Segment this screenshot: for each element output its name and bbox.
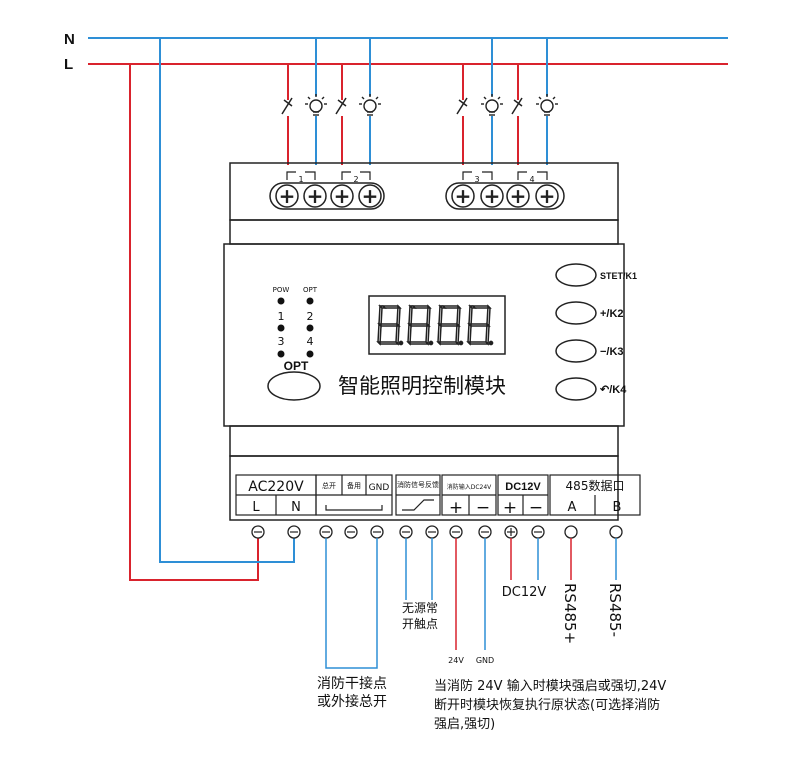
k3-label: −/K3 <box>600 346 624 358</box>
screw-icon: + <box>362 184 379 208</box>
k1-label: STET/K1 <box>600 271 637 281</box>
opt-button-label: OPT <box>284 359 309 373</box>
opt-button[interactable] <box>267 371 321 401</box>
note-line-1: 当消防 24V 输入时模块强启或强切,24V <box>434 678 666 694</box>
top-terminal-block-right <box>445 182 565 210</box>
pow-label: POW <box>273 286 290 294</box>
passive-contact-label-2: 开触点 <box>402 617 438 631</box>
k3-button[interactable] <box>555 339 597 363</box>
screw-icon: + <box>510 184 527 208</box>
terminal-a-screw <box>564 525 578 539</box>
channel-1-label: 1 <box>278 310 285 323</box>
module-title: 智能照明控制模块 <box>338 374 506 398</box>
ac220v-label: AC220V <box>248 479 304 495</box>
lamp-icon <box>536 94 558 116</box>
k4-label: ↶/K4 <box>599 384 627 396</box>
module-housing <box>223 162 625 521</box>
k4-button[interactable] <box>555 377 597 401</box>
switch-icon <box>511 97 523 115</box>
live-supply-wire <box>129 64 259 581</box>
lamp-icon <box>481 94 503 116</box>
relay-number: 3 <box>474 175 479 184</box>
k2-button[interactable] <box>555 301 597 325</box>
comm-port-label: 485数据口 <box>566 478 625 493</box>
live-line-label: L <box>64 56 73 73</box>
relay-number: 2 <box>353 175 358 184</box>
segment-digit <box>406 304 434 346</box>
screw-icon: + <box>307 184 324 208</box>
fire-contact-wire <box>325 538 378 669</box>
channel-3-led <box>277 350 285 358</box>
fire-contact-label-1: 消防干接点 <box>317 675 387 692</box>
screw-icon: + <box>539 184 556 208</box>
terminal-label-table <box>235 474 641 516</box>
switch-icon <box>281 97 293 115</box>
terminal-n-label: N <box>291 500 301 515</box>
fire-signal-label: 消防信号反馈 <box>397 480 439 489</box>
v24-annotation: 24V <box>448 656 464 665</box>
relay-number: 1 <box>298 175 303 184</box>
terminal-b-screw <box>609 525 623 539</box>
top-terminal-block-left <box>269 182 385 210</box>
fire-minus-label: − <box>476 498 490 518</box>
segment-digit <box>376 304 404 346</box>
channel-3-label: 3 <box>278 335 285 348</box>
k2-label: +/K2 <box>600 308 624 320</box>
lamp-icon <box>305 94 327 116</box>
terminal-l-label: L <box>252 500 260 515</box>
rs485-plus-annotation: RS485+ <box>561 583 579 644</box>
segment-digit <box>436 304 464 346</box>
channel-2-label: 2 <box>307 310 314 323</box>
beiyong-label: 备用 <box>347 481 361 490</box>
channel-4-led <box>306 350 314 358</box>
note-line-2: 断开时模块恢复执行原状态(可选择消防 <box>434 697 660 713</box>
terminal-b-label: B <box>613 500 622 515</box>
zongkai-label: 总开 <box>322 481 336 490</box>
switch-icon <box>456 97 468 115</box>
gnd-annotation: GND <box>476 656 494 665</box>
dc-plus-label: + <box>503 498 517 518</box>
rs485-minus-annotation: RS485- <box>606 583 624 637</box>
neutral-supply-wire <box>159 38 295 563</box>
relay-number: 4 <box>529 175 534 184</box>
fire-contact-label-2: 或外接总开 <box>317 693 387 710</box>
fire-input-label: 消防输入DC24V <box>447 483 492 491</box>
terminal-a-label: A <box>568 500 577 515</box>
neutral-line-label: N <box>64 31 75 48</box>
channel-4-label: 4 <box>307 335 314 348</box>
channel-2-led <box>306 324 314 332</box>
load-wires <box>287 38 548 165</box>
screw-icon: + <box>279 184 296 208</box>
passive-contact-label-1: 无源常 <box>402 601 438 615</box>
screw-icon: + <box>334 184 351 208</box>
k1-button[interactable] <box>555 263 597 287</box>
opt-label: OPT <box>303 286 318 294</box>
switch-icon <box>335 97 347 115</box>
lamp-icon <box>359 94 381 116</box>
screw-icon: + <box>455 184 472 208</box>
note-line-3: 强启,强切) <box>434 717 495 732</box>
fire-plus-label: + <box>449 498 463 518</box>
segment-display <box>368 295 506 355</box>
segment-digit <box>466 304 494 346</box>
gnd-label: GND <box>369 483 390 493</box>
segment-digits <box>376 304 494 346</box>
dc-minus-label: − <box>529 498 543 518</box>
screw-icon: + <box>484 184 501 208</box>
opt-led <box>306 297 314 305</box>
channel-1-led <box>277 324 285 332</box>
pow-led <box>277 297 285 305</box>
dc12v-header: DC12V <box>505 481 541 493</box>
dc12v-annotation: DC12V <box>502 585 547 600</box>
